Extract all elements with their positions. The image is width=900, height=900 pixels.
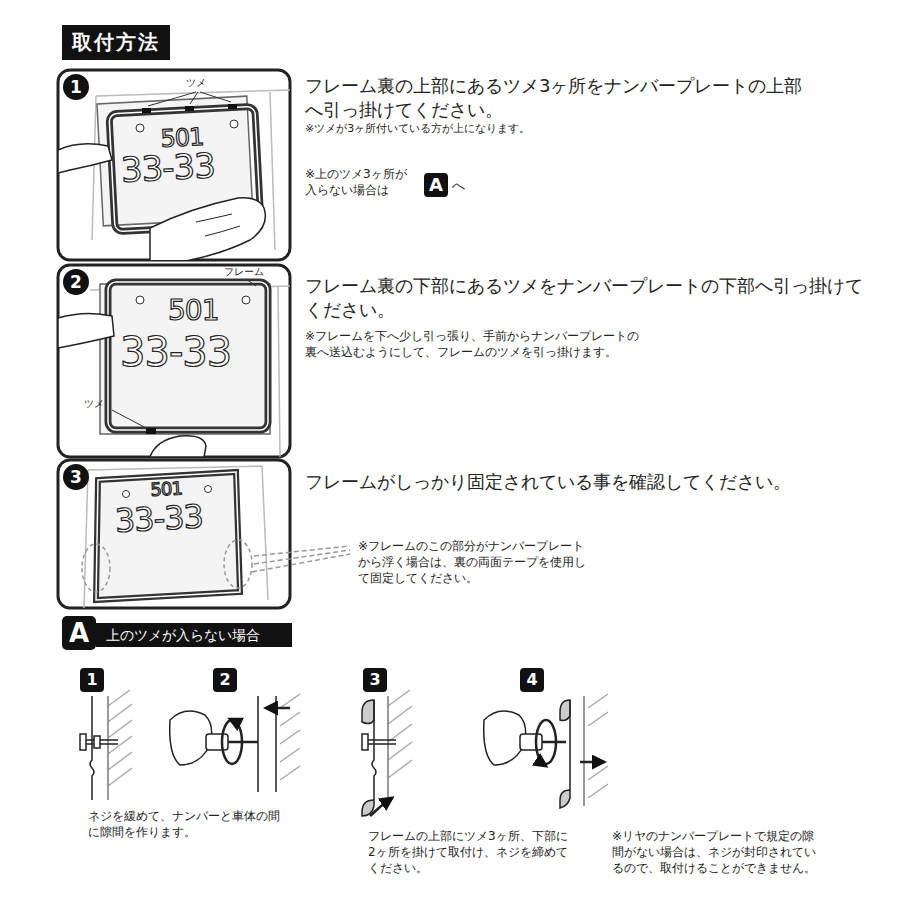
number-text: 1 [86,672,97,688]
plate-number: 501 [150,478,182,499]
substep-number: 3 [363,668,387,692]
note: ※フレームを下へ少し引っ張り、手前からナンバープレートの裏へ送込むようにして、フ… [305,328,647,360]
part-label: フレーム [224,265,264,279]
substep2-illustration [170,694,300,792]
title-band: 取付方法 [62,25,170,60]
step-number: 2 [63,269,89,295]
substep-number: 2 [213,668,237,692]
number-text: 3 [70,469,82,486]
plate-number: 33-33 [120,147,216,189]
substep-number: 1 [80,668,104,692]
caption: フレームの上部にツメ3ヶ所、下部に2ヶ所を掛けて取付け、ネジを締めてください。 [368,828,570,877]
note: ※ツメが3ヶ所付いている方が上になります。 [305,122,825,137]
step-description: フレーム裏の下部にあるツメをナンバープレートの下部へ引っ掛けてください。 [305,274,867,323]
step-number: 3 [63,464,89,490]
number-text: 4 [526,672,537,688]
section-badge: A [424,173,448,197]
step-panel [58,460,290,608]
step-number: 1 [63,74,89,100]
section-badge: A [62,616,96,650]
step-panel [58,265,290,457]
step1-illustration [58,90,290,260]
number-text: A [69,620,89,646]
number-text: 2 [70,274,82,291]
substep-number: 4 [520,668,544,692]
caption: ネジを緩めて、ナンバーと車体の間に隙間を作ります。 [88,808,280,840]
substep4-illustration [484,694,608,808]
plate-number: 33-33 [120,330,231,374]
number-text: A [429,176,443,194]
note: へ [452,177,465,195]
note: ※リヤのナンバープレートで規定の隙間がない場合は、ネジが封印されているので、取付… [612,828,824,877]
number-text: 2 [219,672,230,688]
number-text: 1 [70,79,82,96]
part-label: ツメ [186,76,206,90]
plate-number: 33-33 [114,499,204,539]
substep3-illustration [362,690,412,816]
section-band: 上のツメが入らない場合 [96,623,292,647]
plate-number: 501 [168,296,218,327]
note: ※上のツメ3ヶ所が入らない場合は [305,166,417,198]
step-description: フレーム裏の上部にあるツメ3ヶ所をナンバープレートの上部へ引っ掛けてください。 [305,74,817,123]
step2-illustration [58,279,290,457]
section-heading: 上のツメが入らない場合 [106,628,260,642]
substep1-illustration [80,690,132,800]
number-text: 3 [369,672,380,688]
leader-line [252,546,350,572]
step3-illustration [82,466,268,608]
note: ※フレームのこの部分がナンバープレートから浮く場合は、裏の両面テープを使用して固… [358,538,592,587]
part-label: ツメ [84,397,104,411]
step-description: フレームがしっかり固定されている事を確認してください。 [305,470,865,494]
